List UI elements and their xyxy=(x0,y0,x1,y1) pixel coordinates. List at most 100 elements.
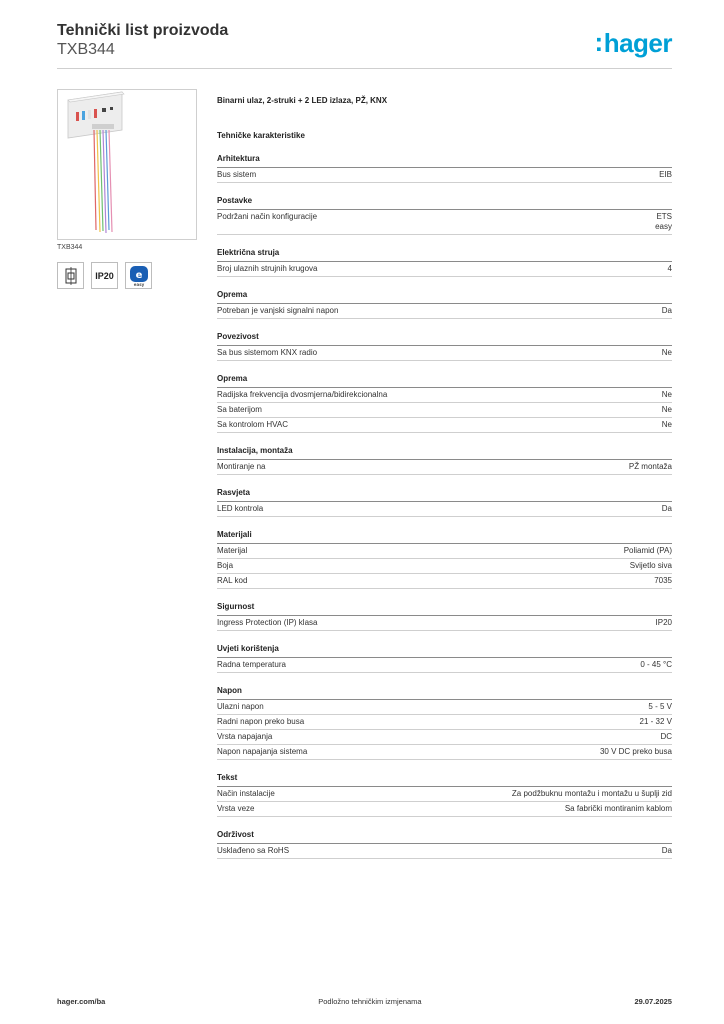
spec-value: Ne xyxy=(662,420,672,430)
document-title: Tehnički list proizvoda xyxy=(57,22,229,39)
spec-label: LED kontrola xyxy=(217,504,264,513)
spec-value-line: Ne xyxy=(661,348,672,357)
svg-text:e: e xyxy=(135,270,142,281)
product-photo-icon xyxy=(67,91,125,234)
spec-value-line: 0 - 45 °C xyxy=(640,660,672,669)
spec-value: Da xyxy=(662,504,672,514)
group-title: Postavke xyxy=(217,195,672,210)
hager-logo: :hager xyxy=(595,27,673,59)
spec-value-line: 21 - 32 V xyxy=(639,717,672,726)
spec-value-line: Ne xyxy=(661,405,672,414)
spec-label: Način instalacije xyxy=(217,789,275,798)
spec-value-line: Da xyxy=(661,846,672,855)
spec-value: Ne xyxy=(662,390,672,400)
product-image xyxy=(57,89,197,240)
spec-value-line: 30 V DC preko busa xyxy=(599,747,672,756)
spec-value: 21 - 32 V xyxy=(640,717,672,727)
spec-label: Vrsta veze xyxy=(217,804,255,813)
spec-row: Vrsta veze Sa fabrički montiranim kablom xyxy=(217,802,672,817)
header-divider xyxy=(57,68,672,69)
spec-row: LED kontrola Da xyxy=(217,502,672,517)
product-description: Binarni ulaz, 2-struki + 2 LED izlaza, P… xyxy=(217,96,388,105)
spec-value: Da xyxy=(662,306,672,316)
group-title: Instalacija, montaža xyxy=(217,445,672,460)
section-title: Tehničke karakteristike xyxy=(217,131,305,140)
din-rail-icon xyxy=(57,262,84,289)
spec-value-line: Da xyxy=(661,306,672,315)
spec-value: Svijetlo siva xyxy=(630,561,672,571)
spec-label: Usklađeno sa RoHS xyxy=(217,846,290,855)
spec-label: Napon napajanja sistema xyxy=(217,747,308,756)
logo-text: hager xyxy=(603,28,673,58)
spec-value: 4 xyxy=(668,264,672,274)
group-title: Povezivost xyxy=(217,331,672,346)
spec-value-line: Za podžbuknu montažu i montažu u šuplji … xyxy=(511,789,672,798)
group-title: Tekst xyxy=(217,772,672,787)
spec-value: PŽ montaža xyxy=(629,462,672,472)
spec-row: Radna temperatura 0 - 45 °C xyxy=(217,658,672,673)
footer-website[interactable]: hager.com/ba xyxy=(57,997,106,1006)
spec-value-line: Ne xyxy=(661,420,672,429)
spec-row: Način instalacije Za podžbuknu montažu i … xyxy=(217,787,672,802)
group-title: Napon xyxy=(217,685,672,700)
spec-row: Usklađeno sa RoHS Da xyxy=(217,844,672,859)
footer-note: Podložno tehničkim izmjenama xyxy=(318,997,422,1006)
group-title: Arhitektura xyxy=(217,153,672,168)
group-title: Oprema xyxy=(217,289,672,304)
spec-label: Ulazni napon xyxy=(217,702,264,711)
spec-label: Radijska frekvencija dvosmjerna/bidirekc… xyxy=(217,390,388,399)
spec-label: Materijal xyxy=(217,546,248,555)
spec-value: 30 V DC preko busa xyxy=(600,747,672,757)
spec-value-line: Svijetlo siva xyxy=(629,561,672,570)
spec-value-line: Ne xyxy=(661,390,672,399)
spec-value-line: Da xyxy=(661,504,672,513)
spec-value: DC xyxy=(660,732,672,742)
spec-value: Sa fabrički montiranim kablom xyxy=(565,804,672,814)
spec-value: Ne xyxy=(662,405,672,415)
spec-value-line: ETS xyxy=(656,212,672,221)
spec-value: 0 - 45 °C xyxy=(640,660,672,670)
spec-value-line: Sa fabrički montiranim kablom xyxy=(564,804,672,813)
spec-row: RAL kod 7035 xyxy=(217,574,672,589)
spec-label: Broj ulaznih strujnih krugova xyxy=(217,264,318,273)
spec-label: Radna temperatura xyxy=(217,660,286,669)
spec-label: Radni napon preko busa xyxy=(217,717,305,726)
group-title: Uvjeti korištenja xyxy=(217,643,672,658)
spec-value-line: Poliamid (PA) xyxy=(623,546,672,555)
svg-text:easy: easy xyxy=(133,282,144,287)
group-title: Sigurnost xyxy=(217,601,672,616)
group-title: Električna struja xyxy=(217,247,672,262)
spec-value: Za podžbuknu montažu i montažu u šuplji … xyxy=(512,789,672,799)
spec-row: Materijal Poliamid (PA) xyxy=(217,544,672,559)
spec-value-line: 7035 xyxy=(654,576,672,585)
spec-label: Boja xyxy=(217,561,234,570)
spec-value-line: 4 xyxy=(667,264,672,273)
spec-value: EIB xyxy=(659,170,672,180)
spec-value-line: DC xyxy=(660,732,672,741)
spec-value: Da xyxy=(662,846,672,856)
spec-row: Boja Svijetlo siva xyxy=(217,559,672,574)
spec-row: Napon napajanja sistema 30 V DC preko bus… xyxy=(217,745,672,760)
spec-value-line: 5 - 5 V xyxy=(648,702,672,711)
spec-label: Ingress Protection (IP) klasa xyxy=(217,618,318,627)
spec-label: RAL kod xyxy=(217,576,248,585)
